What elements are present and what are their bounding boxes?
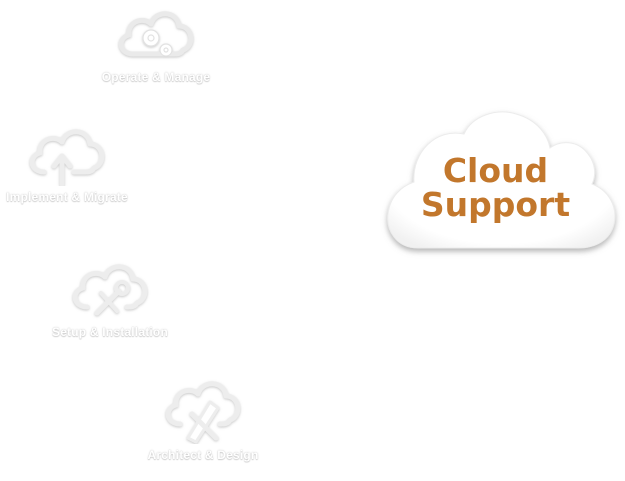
- service-label: Setup & Installation: [51, 325, 168, 339]
- main-title-line1: Cloud: [442, 151, 549, 190]
- service-operate-manage: Operate & Manage: [86, 0, 226, 84]
- main-title: Cloud Support: [378, 154, 613, 222]
- service-label: Architect & Design: [147, 448, 259, 462]
- service-implement-migrate: Implement & Migrate: [0, 122, 142, 204]
- upload-arrow-icon: [29, 129, 105, 186]
- service-label: Implement & Migrate: [6, 190, 128, 204]
- main-title-line2: Support: [420, 185, 571, 224]
- main-cloud: Cloud Support: [378, 102, 623, 262]
- service-label: Operate & Manage: [101, 70, 211, 84]
- service-setup-installation: Setup & Installation: [40, 255, 180, 339]
- pencil-ruler-icon: [165, 381, 241, 444]
- gears-icon: [118, 11, 194, 57]
- wrench-screwdriver-icon: [72, 264, 148, 316]
- service-architect-design: Architect & Design: [138, 372, 268, 462]
- cloud-icon: [387, 111, 616, 249]
